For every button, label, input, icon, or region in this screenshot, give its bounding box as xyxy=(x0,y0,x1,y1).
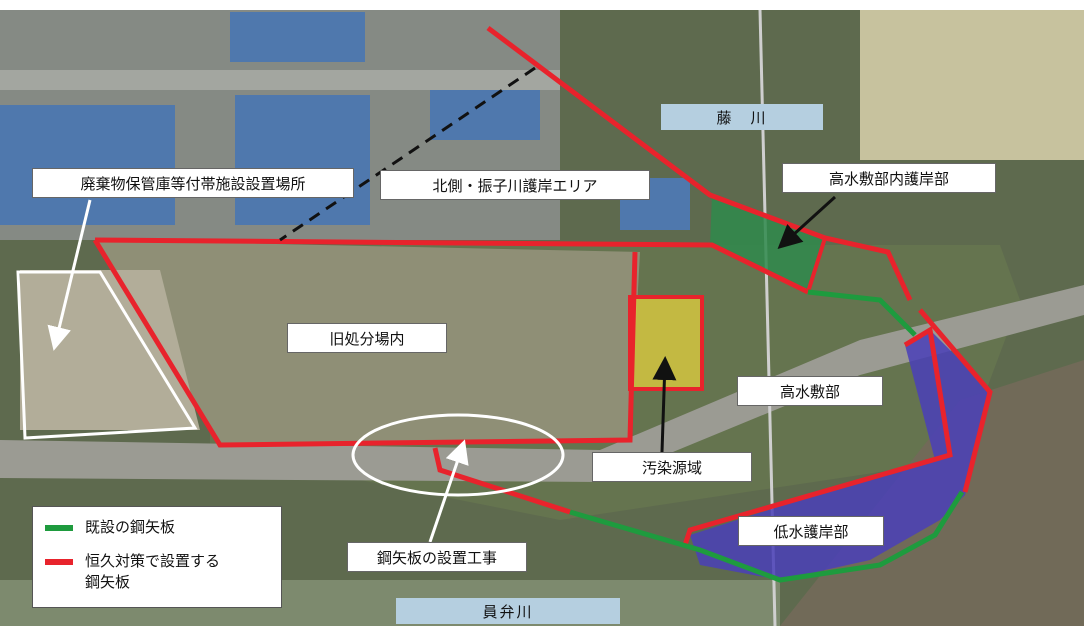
road xyxy=(0,285,1084,482)
label-old-landfill: 旧処分場内 xyxy=(287,323,447,353)
contamination-arrow xyxy=(652,356,677,453)
permanent-sheet-pile-line xyxy=(432,447,571,515)
top-border xyxy=(0,0,1084,10)
permanent-sheet-pile-line xyxy=(918,308,993,493)
factory-roof xyxy=(235,95,370,225)
river-label-fuji: 藤 川 xyxy=(661,104,823,130)
legend-swatch-existing xyxy=(45,525,73,531)
permanent-sheet-pile-line xyxy=(682,325,953,546)
cleared-ground xyxy=(20,270,200,430)
label-sheet-pile-work: 鋼矢板の設置工事 xyxy=(347,542,527,572)
dashed-boundary-line xyxy=(279,66,536,242)
legend-swatch-permanent xyxy=(45,559,73,565)
sheet-pile-work-arrow xyxy=(428,439,469,543)
existing-sheet-pile-line xyxy=(569,490,965,583)
label-contamination: 汚染源域 xyxy=(592,452,752,482)
storage-site-arrow xyxy=(47,199,92,351)
legend-text-existing: 既設の鋼矢板 xyxy=(85,518,176,536)
label-north-area: 北側・振子川護岸エリア xyxy=(380,170,650,200)
label-storage-site: 廃棄物保管庫等付帯施設設置場所 xyxy=(32,168,354,198)
factory-roof xyxy=(230,12,365,62)
permanent-sheet-pile-line xyxy=(94,237,810,295)
farm-field xyxy=(860,10,1084,160)
permanent-sheet-pile-line xyxy=(806,237,827,293)
factory-roof xyxy=(430,88,540,140)
map-legend: 既設の鋼矢板 恒久対策で設置する 鋼矢板 xyxy=(32,506,282,608)
highwater-inner-arrow xyxy=(777,195,837,250)
factory-road xyxy=(0,70,560,90)
contamination-zone-outline xyxy=(628,295,704,391)
legend-text-permanent: 恒久対策で設置する 鋼矢板 xyxy=(85,552,221,591)
legend-row-existing: 既設の鋼矢板 xyxy=(45,517,175,538)
label-lowwater: 低水護岸部 xyxy=(738,516,884,546)
label-highwater-inner: 高水敷部内護岸部 xyxy=(782,163,996,193)
legend-row-permanent: 恒久対策で設置する 鋼矢板 xyxy=(45,551,220,593)
river-label-kaiben: 員弁川 xyxy=(396,598,620,624)
label-highwater: 高水敷部 xyxy=(737,376,883,406)
existing-sheet-pile-line xyxy=(807,289,917,337)
sheet-pile-work-ellipse xyxy=(351,413,565,497)
high-water-inner-zone xyxy=(710,195,825,292)
permanent-sheet-pile-line xyxy=(92,238,638,448)
